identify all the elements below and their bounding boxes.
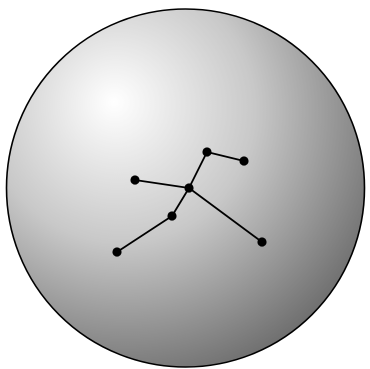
graph-node-center (184, 183, 193, 192)
graph-node-left (130, 175, 139, 184)
graph-node-upper-right (239, 156, 248, 165)
graph-node-lower-left (112, 247, 121, 256)
graph-node-upper (202, 147, 211, 156)
graph-node-lower-middle (167, 211, 176, 220)
graph-node-lower-right (257, 237, 266, 246)
